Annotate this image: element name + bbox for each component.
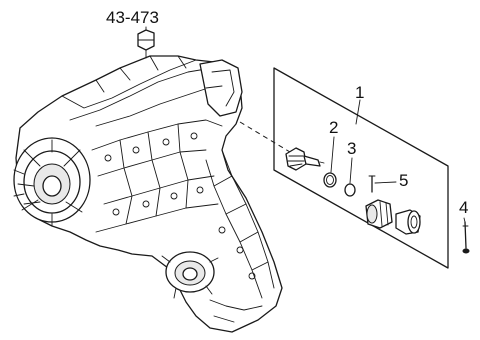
o-ring-part-3 [344, 157, 356, 197]
callout-part-2: 2 [329, 118, 339, 137]
callout-part-3: 3 [347, 139, 357, 158]
transfer-case-housing [13, 29, 283, 333]
callout-part-1: 1 [355, 83, 365, 102]
o-ring-part-2 [323, 136, 337, 188]
leader-part-4 [463, 217, 466, 223]
connector-sleeve [395, 209, 421, 235]
parts-group-outline [273, 67, 449, 269]
sensor-body [365, 199, 393, 229]
callout-part-5: 5 [399, 171, 409, 190]
callout-part-4: 4 [459, 198, 469, 217]
rear-output-flange [161, 251, 219, 299]
leader-part-1 [355, 99, 361, 125]
front-output-flange [13, 137, 91, 227]
callout-43-473: 43-473 [106, 8, 159, 27]
sensor-shaft-part [285, 147, 325, 171]
bolt-part-4 [462, 221, 470, 254]
dashed-leader [239, 121, 291, 153]
exploded-parts-frame [239, 67, 449, 269]
pin-part-5 [368, 175, 397, 193]
